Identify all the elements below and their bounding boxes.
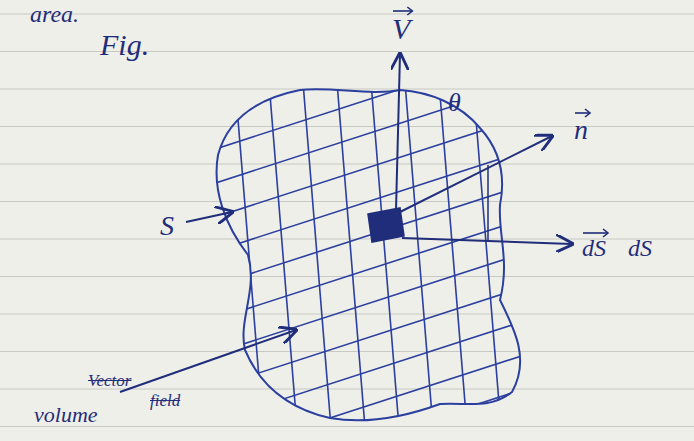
struck-note: field (150, 392, 180, 409)
angle-symbol: θ (448, 90, 461, 116)
ruled-line (0, 89, 694, 90)
grid-line (200, 316, 540, 426)
ruled-lines (0, 14, 694, 427)
ds-arrow (402, 238, 572, 244)
grid-line (200, 78, 540, 188)
surface-outline (217, 89, 521, 420)
note-text: area. (30, 2, 79, 26)
leader-line (186, 212, 232, 222)
ruled-line (0, 314, 694, 315)
grid-line (200, 146, 540, 256)
figure-label: Fig. (100, 30, 149, 60)
grid-line (404, 70, 434, 440)
vectors (120, 54, 572, 392)
normal-arrow (400, 136, 552, 212)
guide-line (487, 165, 489, 240)
grid-line (200, 418, 540, 441)
grid-line (200, 44, 540, 154)
region-label: volume (34, 404, 98, 426)
ruled-line (0, 14, 694, 15)
grid-line (200, 70, 230, 440)
vector-symbol: n (574, 116, 588, 144)
grid-line (200, 10, 540, 120)
surface-grid (200, 10, 570, 441)
grid-line (336, 70, 366, 440)
vector-symbol: V (392, 14, 410, 44)
grid-line (438, 70, 468, 440)
grid-line (506, 70, 536, 440)
ruled-line (0, 426, 694, 427)
area-element (368, 208, 404, 242)
grid-line (540, 70, 570, 440)
overarrow-line (393, 10, 412, 12)
overarrow-line (575, 112, 590, 114)
velocity-arrow (396, 54, 400, 210)
area-label: dS (628, 236, 652, 260)
grid-line (268, 70, 298, 440)
grid-line (200, 282, 540, 392)
ruled-line (0, 164, 694, 165)
vector-symbol: dS (582, 236, 606, 260)
ruled-line (0, 126, 694, 127)
grid-line (200, 384, 540, 441)
surface-label: S (160, 212, 174, 240)
struck-note: Vector (88, 372, 131, 389)
overarrow-line (583, 232, 608, 234)
leader-line (120, 330, 296, 392)
ruled-line (0, 351, 694, 352)
